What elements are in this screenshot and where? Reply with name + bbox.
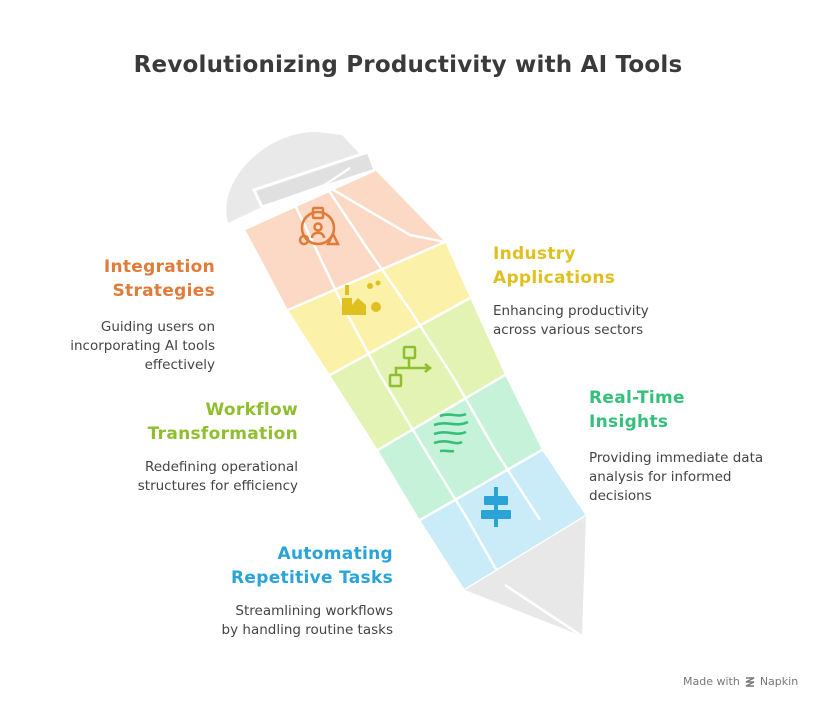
factory-icon	[342, 280, 381, 315]
label-real-time-insights: Real-Time Insights	[589, 388, 685, 432]
label-integration-strategies: Integration Strategies	[103, 257, 215, 301]
pencil-ferrule	[251, 150, 377, 209]
label-automating-repetitive-tasks: Automating Repetitive Tasks	[231, 544, 393, 588]
segment-automating	[420, 450, 586, 590]
desc-integration-strategies: Guiding users on incorporating AI tools …	[70, 319, 215, 373]
segment-insights	[378, 375, 542, 520]
footer-brand: Napkin	[759, 675, 799, 688]
desc-workflow-transformation: Redefining operational structures for ef…	[137, 459, 298, 494]
desc-automating-repetitive-tasks: Streamlining workflows by handling routi…	[221, 603, 393, 638]
desc-real-time-insights: Providing immediate data analysis for in…	[589, 450, 764, 504]
napkin-logo-icon	[745, 676, 755, 687]
page-title: Revolutionizing Productivity with AI Too…	[133, 52, 683, 78]
pencil-tip	[465, 516, 586, 636]
data-stream-icon	[433, 412, 469, 453]
footer-made-with-napkin[interactable]: Made with Napkin	[683, 675, 798, 688]
desc-industry-applications: Enhancing productivity across various se…	[493, 303, 649, 338]
label-workflow-transformation: Workflow Transformation	[147, 400, 298, 444]
align-icon	[481, 487, 511, 527]
flowchart-icon	[388, 345, 433, 388]
footer-made-with: Made with	[683, 675, 740, 688]
segment-integration	[245, 170, 445, 310]
pencil-barrel	[244, 166, 587, 592]
segment-workflow	[330, 298, 505, 450]
label-industry-applications: Industry Applications	[493, 244, 616, 288]
team-icon	[298, 206, 341, 246]
